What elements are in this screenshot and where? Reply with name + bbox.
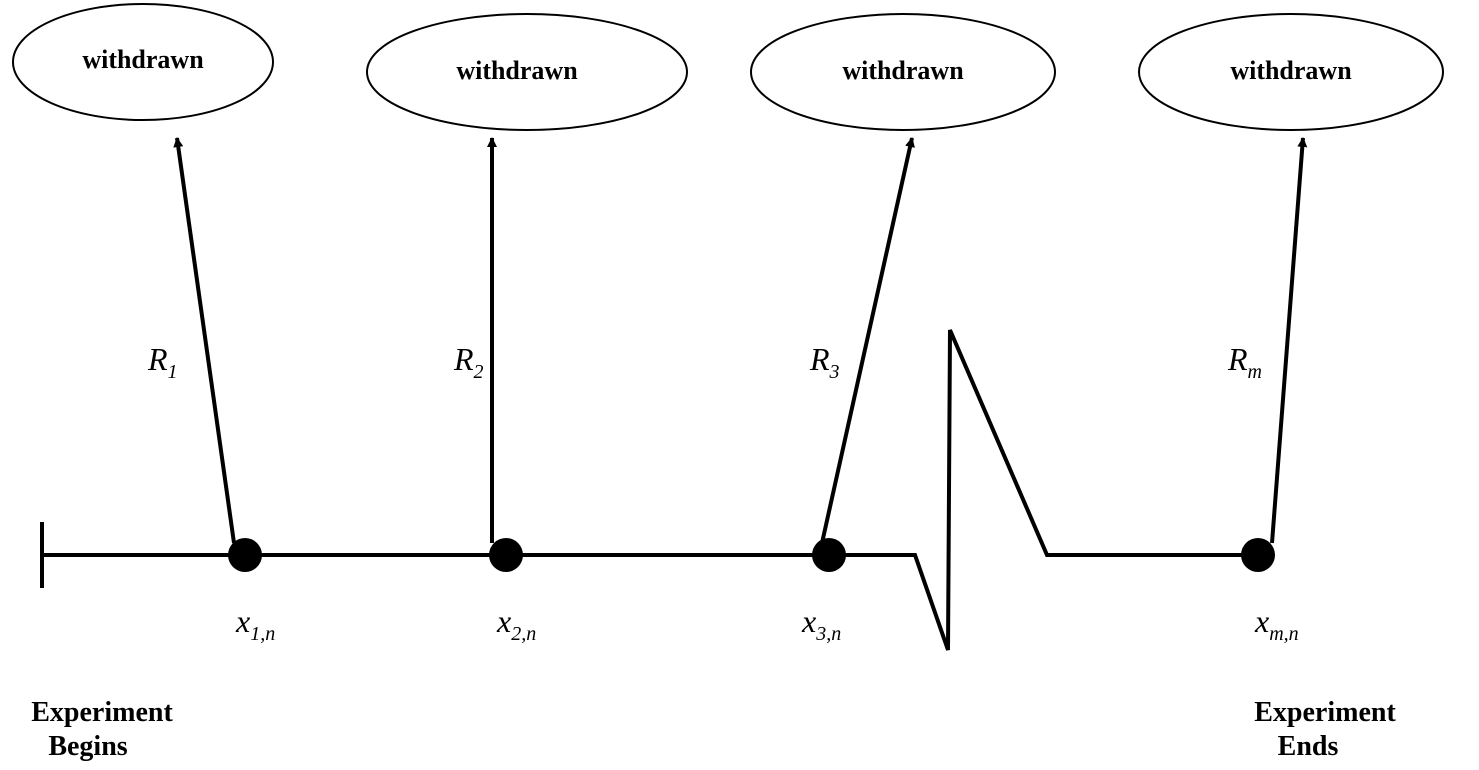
r-label-3-sub: 3: [829, 361, 840, 383]
failure-point-1: [228, 538, 262, 572]
failure-point-m: [1241, 538, 1275, 572]
r-label-m-sub: m: [1248, 361, 1262, 383]
x-label-3: x3,n: [801, 603, 841, 645]
failure-point-2: [489, 538, 523, 572]
withdrawn-ellipse-3: [750, 13, 1056, 131]
withdrawn-label-1: withdrawn: [82, 45, 204, 74]
experiment-begins-line1: Experiment: [31, 697, 173, 728]
r-label-1-sub: 1: [168, 361, 178, 383]
r-label-2: R2: [453, 341, 484, 383]
removal-arrow-m: [1270, 137, 1308, 544]
withdrawn-ellipses: withdrawn withdrawn withdrawn withdrawn: [12, 3, 1444, 131]
r-label-1: R1: [147, 341, 178, 383]
x-label-1-main: x: [235, 603, 250, 639]
withdrawn-ellipse-2: [366, 13, 688, 131]
x-label-2-sub: 2,n: [511, 623, 536, 645]
withdrawn-label-3: withdrawn: [842, 56, 964, 85]
timeline-axis: [42, 329, 1258, 651]
removal-arrows: [173, 137, 1308, 544]
x-label-m-sub: m,n: [1269, 623, 1298, 645]
failure-time-labels: x1,n x2,n x3,n xm,n: [235, 603, 1299, 645]
withdrawn-ellipse-1: [12, 3, 274, 121]
r-label-1-main: R: [147, 341, 168, 377]
experiment-begins-line2: Begins: [48, 731, 127, 762]
withdrawn-ellipse-m: [1138, 13, 1444, 131]
experiment-ends-line2: Ends: [1278, 731, 1339, 762]
x-label-3-main: x: [801, 603, 816, 639]
x-label-1-sub: 1,n: [250, 623, 275, 645]
x-label-3-sub: 3,n: [815, 623, 841, 645]
x-label-m-main: x: [1254, 603, 1269, 639]
removal-arrow-3: [820, 137, 915, 544]
x-label-2-main: x: [496, 603, 511, 639]
withdrawn-label-2: withdrawn: [456, 56, 578, 85]
experiment-ends-line1: Experiment: [1254, 697, 1396, 728]
r-label-2-main: R: [453, 341, 474, 377]
r-label-3: R3: [809, 341, 840, 383]
removal-count-labels: R1 R2 R3 Rm: [147, 341, 1262, 383]
r-label-m-main: R: [1227, 341, 1248, 377]
r-label-3-main: R: [809, 341, 830, 377]
removal-arrow-1: [173, 137, 236, 544]
failure-point-3: [812, 538, 846, 572]
failure-points: [228, 538, 1275, 572]
withdrawn-label-m: withdrawn: [1230, 56, 1352, 85]
r-label-2-sub: 2: [474, 361, 484, 383]
r-label-m: Rm: [1227, 341, 1262, 383]
x-label-m: xm,n: [1254, 603, 1299, 645]
x-label-2: x2,n: [496, 603, 536, 645]
x-label-1: x1,n: [235, 603, 275, 645]
